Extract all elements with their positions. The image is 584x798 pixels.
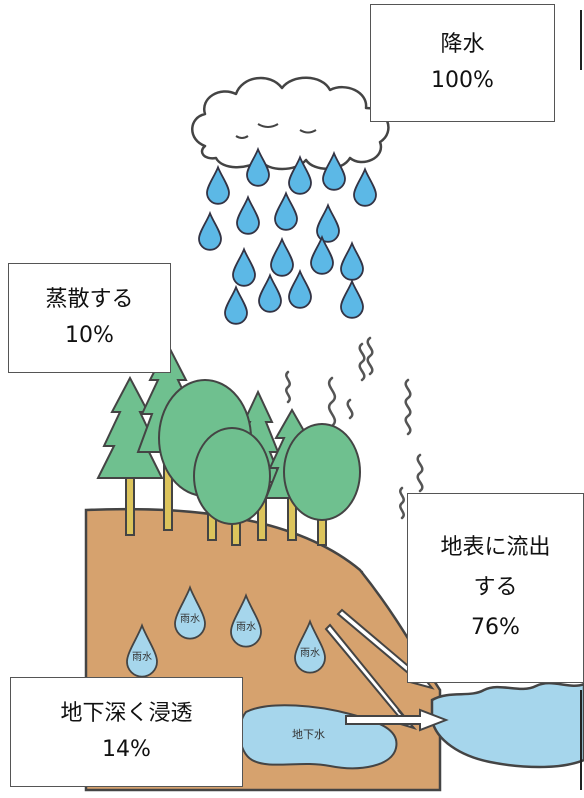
raindrop xyxy=(340,278,364,319)
evaporation-wisps xyxy=(285,336,424,604)
soil-water-drop xyxy=(174,585,206,640)
soil-drop-label: 雨水 xyxy=(236,621,256,633)
deep-infiltration-title: 地下深く浸透 xyxy=(60,701,193,726)
raindrop xyxy=(288,154,312,195)
cloud xyxy=(191,76,390,171)
soil-drop-label: 雨水 xyxy=(180,613,200,625)
lake xyxy=(430,681,584,769)
groundwater-arrow xyxy=(345,708,449,732)
raindrop xyxy=(322,150,346,191)
raindrop xyxy=(232,246,256,287)
raindrop xyxy=(198,210,222,251)
surface-runoff-line2: する xyxy=(473,575,518,600)
evapotranspiration-label: 蒸散する 10% xyxy=(8,263,171,373)
raindrop xyxy=(258,272,282,313)
raindrop xyxy=(353,166,377,207)
surface-runoff-line1: 地表に流出 xyxy=(440,535,551,560)
raindrop xyxy=(274,190,298,231)
raindrop xyxy=(246,146,270,187)
precipitation-value: 100% xyxy=(431,68,494,93)
deep-infiltration-value: 14% xyxy=(102,737,151,762)
soil-water-drop xyxy=(294,619,326,674)
evapotranspiration-value: 10% xyxy=(65,323,114,348)
raindrop xyxy=(340,240,364,281)
evapotranspiration-title: 蒸散する xyxy=(45,287,134,312)
frame-edge-bottom xyxy=(580,690,582,790)
soil-drop-label: 雨水 xyxy=(132,651,152,663)
raindrop xyxy=(310,234,334,275)
frame-edge-top xyxy=(580,10,582,70)
groundwater-label: 地下水 xyxy=(292,728,325,741)
raindrop xyxy=(206,164,230,205)
soil-water-drop xyxy=(230,593,262,648)
precipitation-label: 降水 100% xyxy=(370,4,555,122)
forest xyxy=(96,342,361,546)
raindrop xyxy=(236,194,260,235)
deep-infiltration-label: 地下深く浸透 14% xyxy=(10,677,243,787)
raindrop xyxy=(316,202,340,243)
raindrop xyxy=(224,284,248,325)
soil-drop-label: 雨水 xyxy=(300,647,320,659)
raindrop xyxy=(270,236,294,277)
raindrop xyxy=(288,268,312,309)
soil-water-drop xyxy=(126,623,158,678)
precipitation-title: 降水 xyxy=(440,32,485,57)
surface-runoff-value: 76% xyxy=(471,615,520,640)
surface-runoff-label: 地表に流出 する 76% xyxy=(407,493,584,683)
raindrops xyxy=(198,146,377,325)
